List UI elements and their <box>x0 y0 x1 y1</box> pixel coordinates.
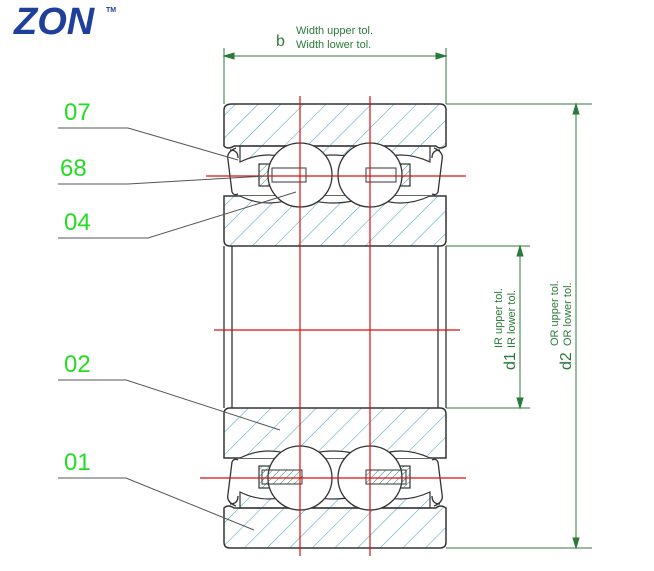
outer-labels: d2 OR upper tol. OR lower tol. <box>549 281 575 370</box>
callout-leaders <box>58 127 297 531</box>
width-symbol: b <box>276 33 285 50</box>
lower-inner-ring <box>223 407 447 459</box>
upper-outer-ring-body <box>239 145 431 163</box>
bore-area <box>223 246 447 408</box>
logo-trademark: TM <box>106 7 116 14</box>
upper-inner-ring <box>223 195 447 247</box>
outer-upper-tol: OR upper tol. <box>549 281 561 346</box>
outer-dimension <box>446 102 592 550</box>
width-dimension <box>222 48 448 104</box>
callout-04: 04 <box>64 209 91 236</box>
callout-68: 68 <box>60 155 87 182</box>
outer-lower-tol: OR lower tol. <box>562 282 574 346</box>
zon-logo: ZON TM <box>13 1 116 43</box>
bore-labels: d1 IR upper tol. IR lower tol. <box>493 288 519 370</box>
bore-dimension <box>446 244 530 410</box>
callout-07: 07 <box>64 99 91 126</box>
leader-01 <box>58 477 255 531</box>
leader-68 <box>58 175 267 185</box>
bore-symbol: d1 <box>502 352 519 370</box>
callout-labels: 07 68 04 02 01 <box>60 99 91 476</box>
outer-symbol: d2 <box>558 352 575 370</box>
bore-upper-tol: IR upper tol. <box>493 288 505 348</box>
bore-lower-tol: IR lower tol. <box>506 290 518 348</box>
leader-07 <box>58 127 239 161</box>
width-lower-tol: Width lower tol. <box>296 39 371 51</box>
width-upper-tol: Width upper tol. <box>296 25 373 37</box>
lower-outer-ring <box>223 491 447 549</box>
leader-04 <box>58 191 297 239</box>
leader-02 <box>58 379 281 431</box>
callout-01: 01 <box>64 449 91 476</box>
logo-text: ZON <box>13 1 96 43</box>
upper-outer-ring <box>223 103 447 149</box>
callout-02: 02 <box>64 351 91 378</box>
centerlines <box>200 96 466 556</box>
